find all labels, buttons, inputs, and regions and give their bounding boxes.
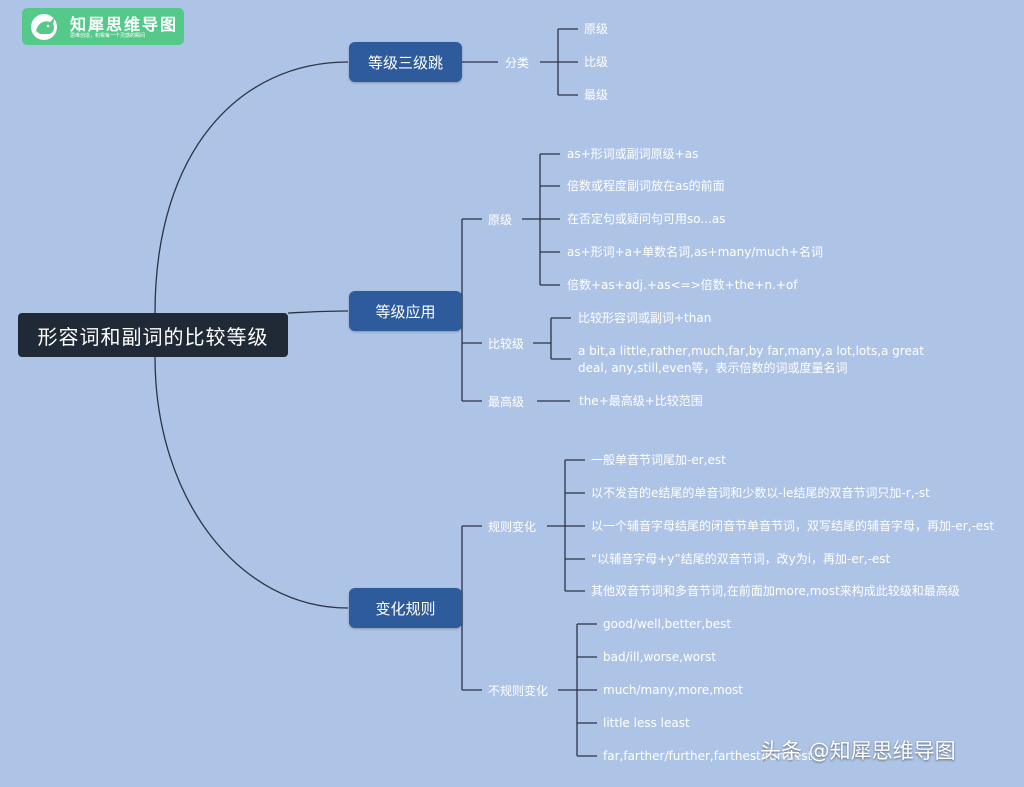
leaf-superlative[interactable]: 最级 [584,87,609,102]
leaf-silent-e[interactable]: 以不发音的e结尾的单音词和少数以-le结尾的双音节词只加-r,-st [591,485,930,500]
leaf-little[interactable]: little less least [603,715,690,730]
leaf-modifiers[interactable]: a bit,a little,rather,much,far,by far,ma… [578,344,924,375]
leaf-add-er-est[interactable]: 一般单音节词尾加-er,est [591,452,726,467]
branch-levels[interactable]: 等级三级跳 [349,42,462,82]
sub-irregular[interactable]: 不规则变化 [488,683,549,698]
leaf-double-consonant[interactable]: 以一个辅音字母结尾的闭音节单音节词，双写结尾的辅音字母，再加-er,-est [591,518,995,533]
logo-title: 知犀思维导图 [70,15,179,34]
logo-slogan: 思维创造，积累每一个灵感的瞬间 [70,33,146,39]
curve-root-to-levels [154,61,349,314]
leaf-as-a-noun[interactable]: as+形词+a+单数名词,as+many/much+名词 [567,244,823,259]
sub-positive[interactable]: 原级 [488,212,513,227]
leaf-positive[interactable]: 原级 [584,21,609,36]
leaf-than[interactable]: 比较形容词或副词+than [578,310,712,325]
leaf-y-to-i[interactable]: “以辅音字母+y”结尾的双音节词，改y为i，再加-er,-est [591,551,891,566]
brand-logo: 知犀思维导图 思维创造，积累每一个灵感的瞬间 [22,8,184,45]
leaf-multiple-before-as[interactable]: 倍数或程度副词放在as的前面 [567,178,725,193]
sub-comparative[interactable]: 比较级 [488,336,525,351]
leaf-bad[interactable]: bad/ill,worse,worst [603,649,717,664]
leaf-multiple-the-of[interactable]: 倍数+as+adj.+as<=>倍数+the+n.+of [567,277,798,292]
sub-classification[interactable]: 分类 [505,55,530,70]
leaf-far[interactable]: far,farther/further,farthest/furthest [603,748,813,763]
branch-application[interactable]: 等级应用 [349,291,462,331]
leaf-good[interactable]: good/well,better,best [603,616,732,631]
branch-rules[interactable]: 变化规则 [349,588,462,628]
leaf-more-most[interactable]: 其他双音节词和多音节词,在前面加more,most来构成此较级和最高级 [591,583,960,598]
leaf-much[interactable]: much/many,more,most [603,682,743,697]
leaf-comparative[interactable]: 比级 [584,54,609,69]
leaf-the-superlative[interactable]: the+最高级+比较范围 [579,393,703,408]
watermark: 头条 @知犀思维导图 [760,739,956,763]
rhino-icon [31,14,57,40]
sub-superlative[interactable]: 最高级 [488,394,525,409]
leaf-as-adj-as[interactable]: as+形词或副词原级+as [567,146,699,161]
curve-root-to-rules [154,356,349,609]
root-topic[interactable]: 形容词和副词的比较等级 [18,313,288,357]
curve-root-to-application [287,310,349,314]
leaf-so-as[interactable]: 在否定句或疑问句可用so...as [567,211,726,226]
sub-regular[interactable]: 规则变化 [488,519,537,534]
